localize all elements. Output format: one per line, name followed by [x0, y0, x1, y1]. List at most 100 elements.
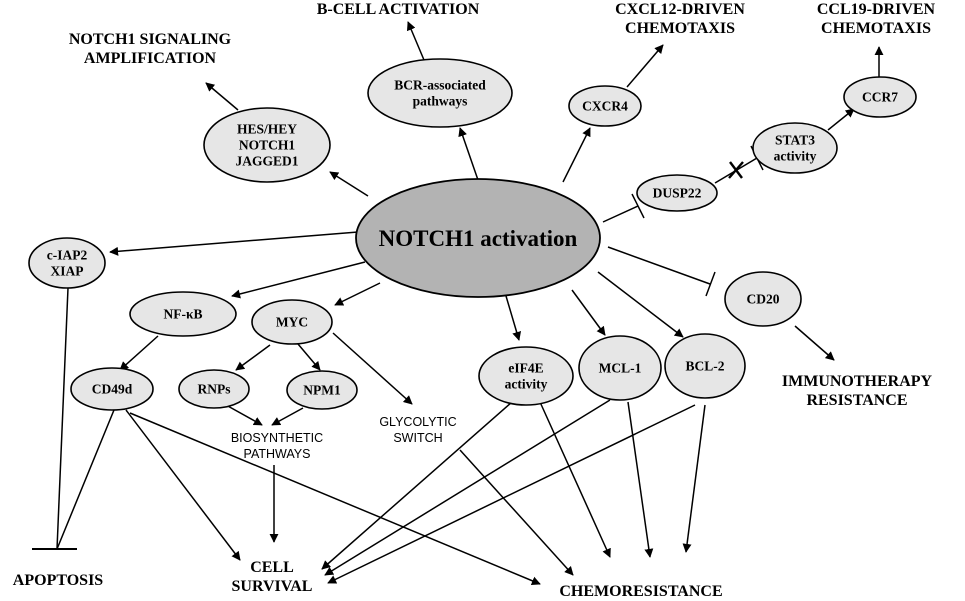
edge-myc-rnps [235, 344, 271, 371]
node-label: RNPs [198, 382, 231, 397]
label-line: NOTCH1 [239, 138, 296, 153]
node-label: MYC [276, 315, 308, 330]
edge-rnps-biosynth [225, 404, 263, 426]
label-line: RESISTANCE [806, 392, 907, 409]
edge-glyco-chemo [459, 449, 574, 576]
label-line: XIAP [51, 264, 84, 279]
edge-myc-glyco [332, 332, 413, 405]
label-line: CD49d [92, 382, 133, 397]
label-line: NPM1 [303, 383, 341, 398]
edge-notch1-bcr [458, 127, 479, 181]
block-cross-2 [728, 161, 744, 179]
label-line: BCR-associated [394, 78, 486, 93]
label-line: AMPLIFICATION [84, 50, 217, 67]
edge-cxcr4-cxcl12 [626, 44, 664, 88]
label-line: CHEMOTAXIS [821, 20, 931, 37]
node-label: NOTCH1 activation [379, 226, 578, 251]
edge-notch1-inhibit-cd20-bar [705, 271, 716, 297]
node-cxcr4: CXCR4 [568, 85, 642, 127]
label-line: activity [505, 377, 548, 392]
edge-bcl2-chemo [682, 404, 706, 553]
label-line: NOTCH1 SIGNALING [69, 31, 232, 48]
edge-notch1-inhibit-dusp22-bar [631, 193, 645, 219]
label-line: activity [774, 149, 817, 164]
edge-hes-notchamp [205, 82, 239, 111]
node-label: CD49d [92, 382, 133, 397]
edge-stat3-ccr7 [827, 108, 855, 131]
label-line: pathways [413, 94, 468, 109]
label-line: MYC [276, 315, 308, 330]
edge-myc-npm1 [297, 343, 321, 371]
edges [32, 21, 884, 586]
node-mcl-1: MCL-1 [578, 335, 662, 401]
edge-mcl1-survival [324, 399, 611, 576]
label-line: CXCL12-DRIVEN [615, 1, 745, 18]
label-line: HES/HEY [237, 122, 297, 137]
label-line: IMMUNOTHERAPY [782, 373, 933, 390]
label-line: B-CELL ACTIVATION [317, 1, 480, 18]
label-line: BCL-2 [685, 359, 724, 374]
edge-mcl1-chemo [627, 401, 654, 558]
label-line: eIF4E [508, 361, 543, 376]
edge-eif4e-chemo [539, 401, 611, 558]
edge-notch1-myc [334, 282, 381, 306]
label-line: CCR7 [862, 90, 898, 105]
node-label: CD20 [747, 292, 780, 307]
edge-notch1-cxcr4 [562, 127, 591, 183]
outcome-apoptosis: APOPTOSIS [13, 572, 104, 589]
label-line: CXCR4 [582, 99, 628, 114]
node-label: DUSP22 [653, 186, 702, 201]
label-line: RNPs [198, 382, 231, 397]
outcome-b-cell-activation: B-CELL ACTIVATION [317, 1, 480, 18]
node-nf-kb: NF-κB [129, 291, 237, 337]
edge-cd49d-inhibit-apoptosis [56, 409, 115, 550]
label-line: PATHWAYS [244, 447, 311, 461]
node-ccr7: CCR7 [843, 76, 917, 118]
node-label: MCL-1 [599, 361, 642, 376]
outcome-chemoresistance: CHEMORESISTANCE [559, 583, 722, 600]
outcome-notch1-signaling-amplification: NOTCH1 SIGNALING AMPLIFICATION [69, 31, 232, 67]
process-biosynthetic-pathways: BIOSYNTHETIC PATHWAYS [231, 431, 323, 461]
edge-notch1-eif4e [505, 295, 522, 341]
edge-notch1-inhibit-dusp22 [602, 205, 639, 223]
node-label: NPM1 [303, 383, 341, 398]
edge-notch1-hes [329, 171, 369, 197]
edge-notch1-ciap2 [109, 231, 359, 256]
label-line: NF-κB [164, 307, 203, 322]
edge-cd49d-survival [125, 409, 241, 561]
node-notch1-activation: NOTCH1 activation [355, 178, 601, 298]
label-line: GLYCOLYTIC [379, 415, 456, 429]
label-line: NOTCH1 activation [379, 226, 578, 251]
label-line: c-IAP2 [47, 248, 88, 263]
edge-cd20-immuno [794, 325, 835, 361]
label-line: BIOSYNTHETIC [231, 431, 323, 445]
edge-notch1-nfkb [231, 261, 366, 299]
node-dusp22: DUSP22 [636, 174, 718, 212]
edge-bcl2-survival [327, 404, 696, 584]
label-line: DUSP22 [653, 186, 702, 201]
label-line: CD20 [747, 292, 780, 307]
label-line: JAGGED1 [235, 154, 298, 169]
edge-npm1-biosynth [271, 407, 304, 426]
label-line: SURVIVAL [232, 578, 313, 595]
node-label: CXCR4 [582, 99, 628, 114]
outcome-immunotherapy-resistance: IMMUNOTHERAPY RESISTANCE [782, 373, 933, 409]
node-cd49d: CD49d [70, 367, 154, 411]
label-line: MCL-1 [599, 361, 642, 376]
node-npm1: NPM1 [286, 370, 358, 410]
